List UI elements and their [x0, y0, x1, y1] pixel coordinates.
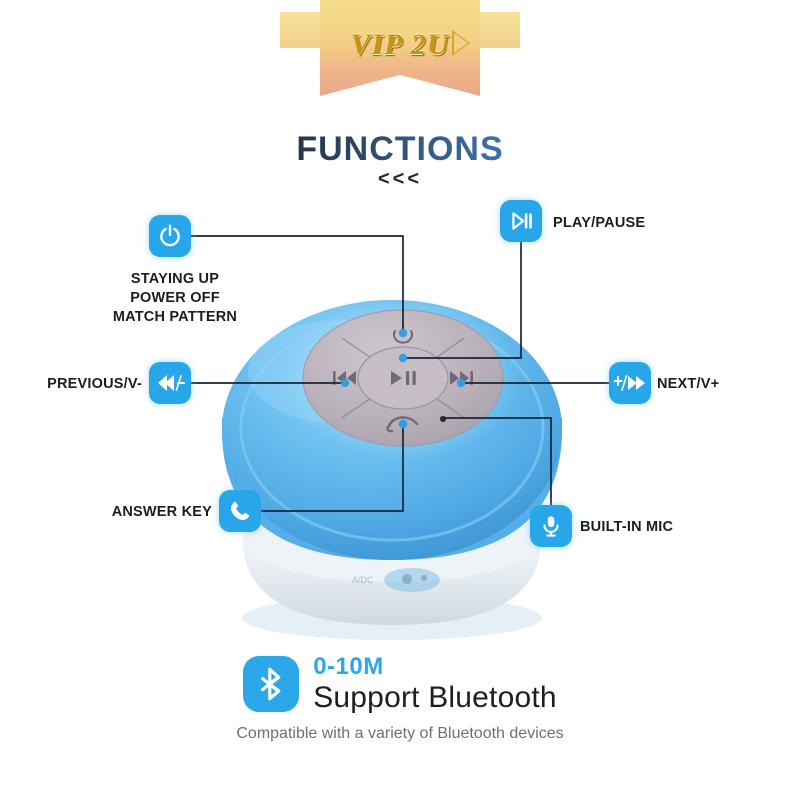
callout-icon-previous[interactable] [149, 362, 191, 404]
page-subtitle: <<< [377, 168, 423, 190]
callout-icon-next[interactable] [609, 362, 651, 404]
rewind-minus-icon [158, 375, 185, 391]
callout-icon-answer-key[interactable] [219, 490, 261, 532]
bluetooth-section: 0-10M Support Bluetooth Compatible with … [0, 655, 800, 743]
connector-dots [340, 328, 466, 429]
callout-label-previous: PREVIOUS/V- [47, 376, 142, 392]
callout-label-power-line2: POWER OFF [130, 290, 220, 306]
plus-fast-forward-icon [614, 375, 645, 391]
banner-wing-left [280, 12, 320, 48]
bluetooth-badge [243, 656, 300, 712]
banner-label: VIP 2U [322, 28, 478, 62]
callout-icon-power[interactable] [149, 215, 191, 257]
bluetooth-note: Compatible with a variety of Bluetooth d… [236, 725, 564, 742]
bluetooth-range: 0-10M [313, 653, 384, 680]
callout-icon-play-pause[interactable] [500, 200, 542, 242]
phone-icon [230, 501, 250, 521]
play-pause-icon [512, 212, 532, 230]
callout-label-play-pause: PLAY/PAUSE [553, 215, 646, 231]
callout-label-power: STAYING UP POWER OFF MATCH PATTERN [105, 270, 245, 327]
power-icon [160, 224, 180, 247]
chevron-right-icon [452, 30, 470, 56]
page-title: FUNCTIONS [0, 130, 800, 169]
microphone-icon [543, 516, 559, 537]
callout-label-answer-key: ANSWER KEY [111, 504, 212, 520]
callout-icon-built-in-mic[interactable] [530, 505, 572, 547]
bluetooth-row: 0-10M Support Bluetooth [0, 655, 800, 713]
pad-glyphs [333, 323, 473, 433]
callout-label-next: NEXT/V+ [657, 376, 720, 392]
bluetooth-title: Support Bluetooth [313, 681, 557, 714]
bluetooth-texts: 0-10M Support Bluetooth [313, 655, 557, 713]
callout-label-power-line3: MATCH PATTERN [112, 309, 238, 325]
banner-wing-right [480, 12, 520, 48]
callout-label-built-in-mic: BUILT-IN MIC [580, 519, 674, 535]
svg-text:A/DC: A/DC [352, 575, 374, 585]
bluetooth-icon [261, 667, 281, 701]
callout-label-power-line1: STAYING UP [130, 271, 220, 287]
